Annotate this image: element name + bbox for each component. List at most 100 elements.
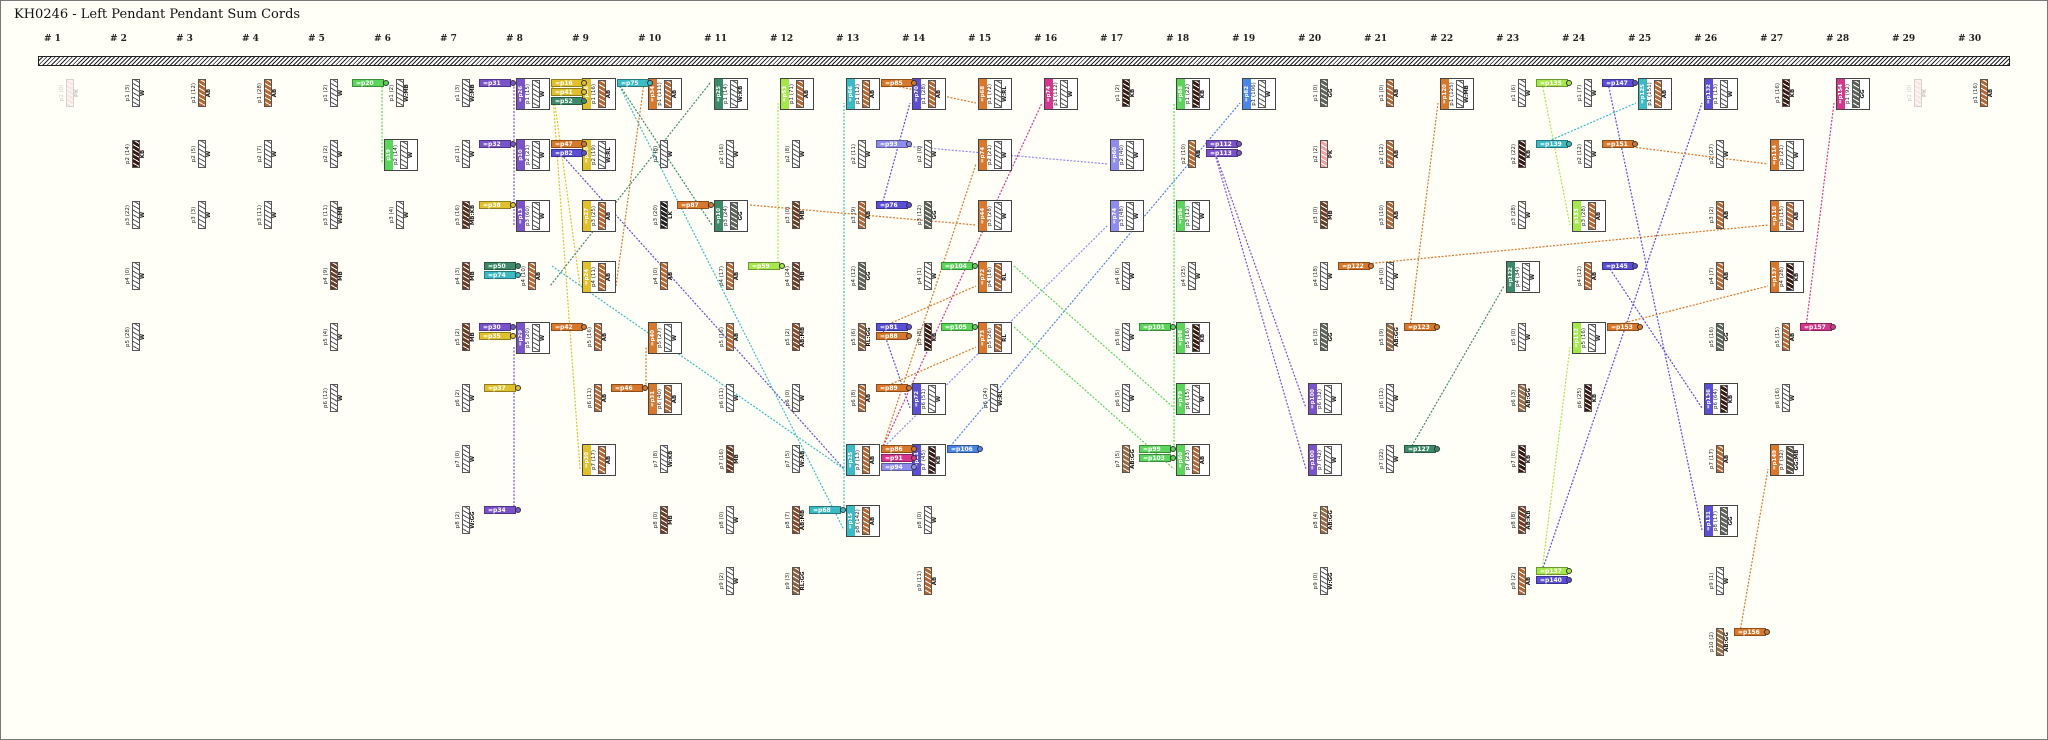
sum-tag[interactable]: =p41	[551, 88, 583, 96]
sum-tag[interactable]: =p89	[876, 384, 908, 392]
pendant-cord[interactable]: p4 (24)MB	[785, 261, 807, 291]
pendant-cord[interactable]: p1 (6)W	[1511, 78, 1533, 108]
pendant-cord[interactable]: p3 (20)LK	[653, 200, 675, 230]
sum-tag[interactable]: =p86	[881, 445, 913, 453]
pendant-cord[interactable]: p6 (2)W	[455, 383, 477, 413]
pendant-cord[interactable]: p7 (16)MB	[719, 444, 741, 474]
pendant-cord[interactable]: p8 (7)AB:MB	[785, 505, 807, 535]
sum-tag[interactable]: =p153	[1607, 323, 1639, 331]
pendant-cord[interactable]: p2 (14)KB	[125, 139, 147, 169]
pendant-cord[interactable]: p5 (6)W	[1115, 322, 1137, 352]
pendant-cord[interactable]: p6 (11)W	[719, 383, 741, 413]
pendant-cord[interactable]: p5 (16)GG	[1709, 322, 1731, 352]
sum-tag[interactable]: =p82	[551, 149, 583, 157]
pendant-cord[interactable]: p6 (12)W	[323, 383, 345, 413]
pendant-cord[interactable]: p3 (28)W	[1511, 200, 1533, 230]
pendant-cord[interactable]: p3 (22)W	[125, 200, 147, 230]
pendant-cord[interactable]: p1 (0)GG	[1313, 78, 1335, 108]
pendant-cord[interactable]: p4 (12)AB	[1577, 261, 1599, 291]
sum-tag[interactable]: =p34	[484, 506, 516, 514]
pendant-cord[interactable]: p1 (2)KB	[1115, 78, 1137, 108]
pendant-cord[interactable]: p4 (1)W	[917, 261, 939, 291]
pendant-cord[interactable]: p5 (8)KB	[917, 322, 939, 352]
sum-tag[interactable]: =p50	[484, 262, 516, 270]
pendant-cord[interactable]: p1 (2)W:MB	[389, 78, 411, 108]
pendant-cord[interactable]: p6 (25)KB	[1577, 383, 1599, 413]
pendant-cord[interactable]: p1 (7)W	[1577, 78, 1599, 108]
pendant-cord[interactable]: p7 (5)W:AB	[785, 444, 807, 474]
sum-tag[interactable]: =p103	[1139, 454, 1171, 462]
sum-tag[interactable]: =p113	[1206, 149, 1238, 157]
pendant-cord[interactable]: p7 (5)AB:GG	[1115, 444, 1137, 474]
pendant-cord[interactable]: p2 (10)AB	[1181, 139, 1203, 169]
sum-tag[interactable]: =p145	[1602, 262, 1634, 270]
sum-tag[interactable]: =p88	[876, 332, 908, 340]
sum-tag[interactable]: =p94	[881, 463, 913, 471]
sum-tag[interactable]: =p101	[1139, 323, 1171, 331]
sum-tag[interactable]: =p59	[748, 262, 780, 270]
pendant-cord[interactable]: p3 (0)MB	[1313, 200, 1335, 230]
pendant-cord[interactable]: p7 (0)W	[455, 444, 477, 474]
pendant-cord[interactable]: p3 (11)W:MB	[323, 200, 345, 230]
pendant-cord[interactable]: p9 (2)W	[719, 566, 741, 596]
pendant-cord[interactable]: p5 (15)AB	[719, 322, 741, 352]
pendant-cord[interactable]: p6 (16)W	[1775, 383, 1797, 413]
pendant-cord[interactable]: p3 (10)AB	[1379, 200, 1401, 230]
sum-tag[interactable]: =p35	[479, 332, 511, 340]
pendant-cord[interactable]: p2 (22)KB	[1511, 139, 1533, 169]
sum-tag[interactable]: =p42	[551, 323, 583, 331]
pendant-cord[interactable]: p6 (12)W	[1379, 383, 1401, 413]
pendant-cord[interactable]: p10 (2)AB:GG	[1709, 627, 1731, 657]
pendant-cord[interactable]: p1 (0)PK	[1907, 78, 1929, 108]
pendant-cord[interactable]: p5 (15)AB	[1775, 322, 1797, 352]
sum-tag[interactable]: =p37	[484, 384, 516, 392]
pendant-cord[interactable]: p8 (0)MB	[653, 505, 675, 535]
sum-tag[interactable]: =p99	[1139, 445, 1171, 453]
sum-tag[interactable]: =p106	[947, 445, 979, 453]
pendant-cord[interactable]: p4 (7)AB	[1709, 261, 1731, 291]
sum-tag[interactable]: =p38	[479, 201, 511, 209]
sum-tag[interactable]: =p74	[484, 271, 516, 279]
sum-tag[interactable]: =p76	[876, 201, 908, 209]
sum-tag[interactable]: =p135	[1536, 79, 1568, 87]
pendant-cord[interactable]: p3 (3)W	[191, 200, 213, 230]
sum-tag[interactable]: =p52	[551, 97, 583, 105]
sum-tag[interactable]: =p47	[551, 140, 583, 148]
pendant-cord[interactable]: p4 (10)AB	[521, 261, 543, 291]
sum-tag[interactable]: =p75	[617, 79, 649, 87]
sum-tag[interactable]: =p112	[1206, 140, 1238, 148]
pendant-cord[interactable]: p8 (4)AB:GG	[1313, 505, 1335, 535]
sum-tag[interactable]: =p30	[479, 323, 511, 331]
pendant-cord[interactable]: p1 (3)W:MB	[455, 78, 477, 108]
pendant-cord[interactable]: p5 (2)AB:MB	[785, 322, 807, 352]
pendant-cord[interactable]: p5 (9)AB:GG	[1379, 322, 1401, 352]
pendant-cord[interactable]: p1 (16)AB	[1973, 78, 1995, 108]
pendant-cord[interactable]: p2 (2)PK	[1313, 139, 1335, 169]
pendant-cord[interactable]: p1 (2)W	[323, 78, 345, 108]
sum-tag[interactable]: =p122	[1338, 262, 1370, 270]
pendant-cord[interactable]: p1 (3)W	[125, 78, 147, 108]
pendant-cord[interactable]: p9 (0)W:GG	[1313, 566, 1335, 596]
pendant-cord[interactable]: p4 (6)W	[1115, 261, 1137, 291]
